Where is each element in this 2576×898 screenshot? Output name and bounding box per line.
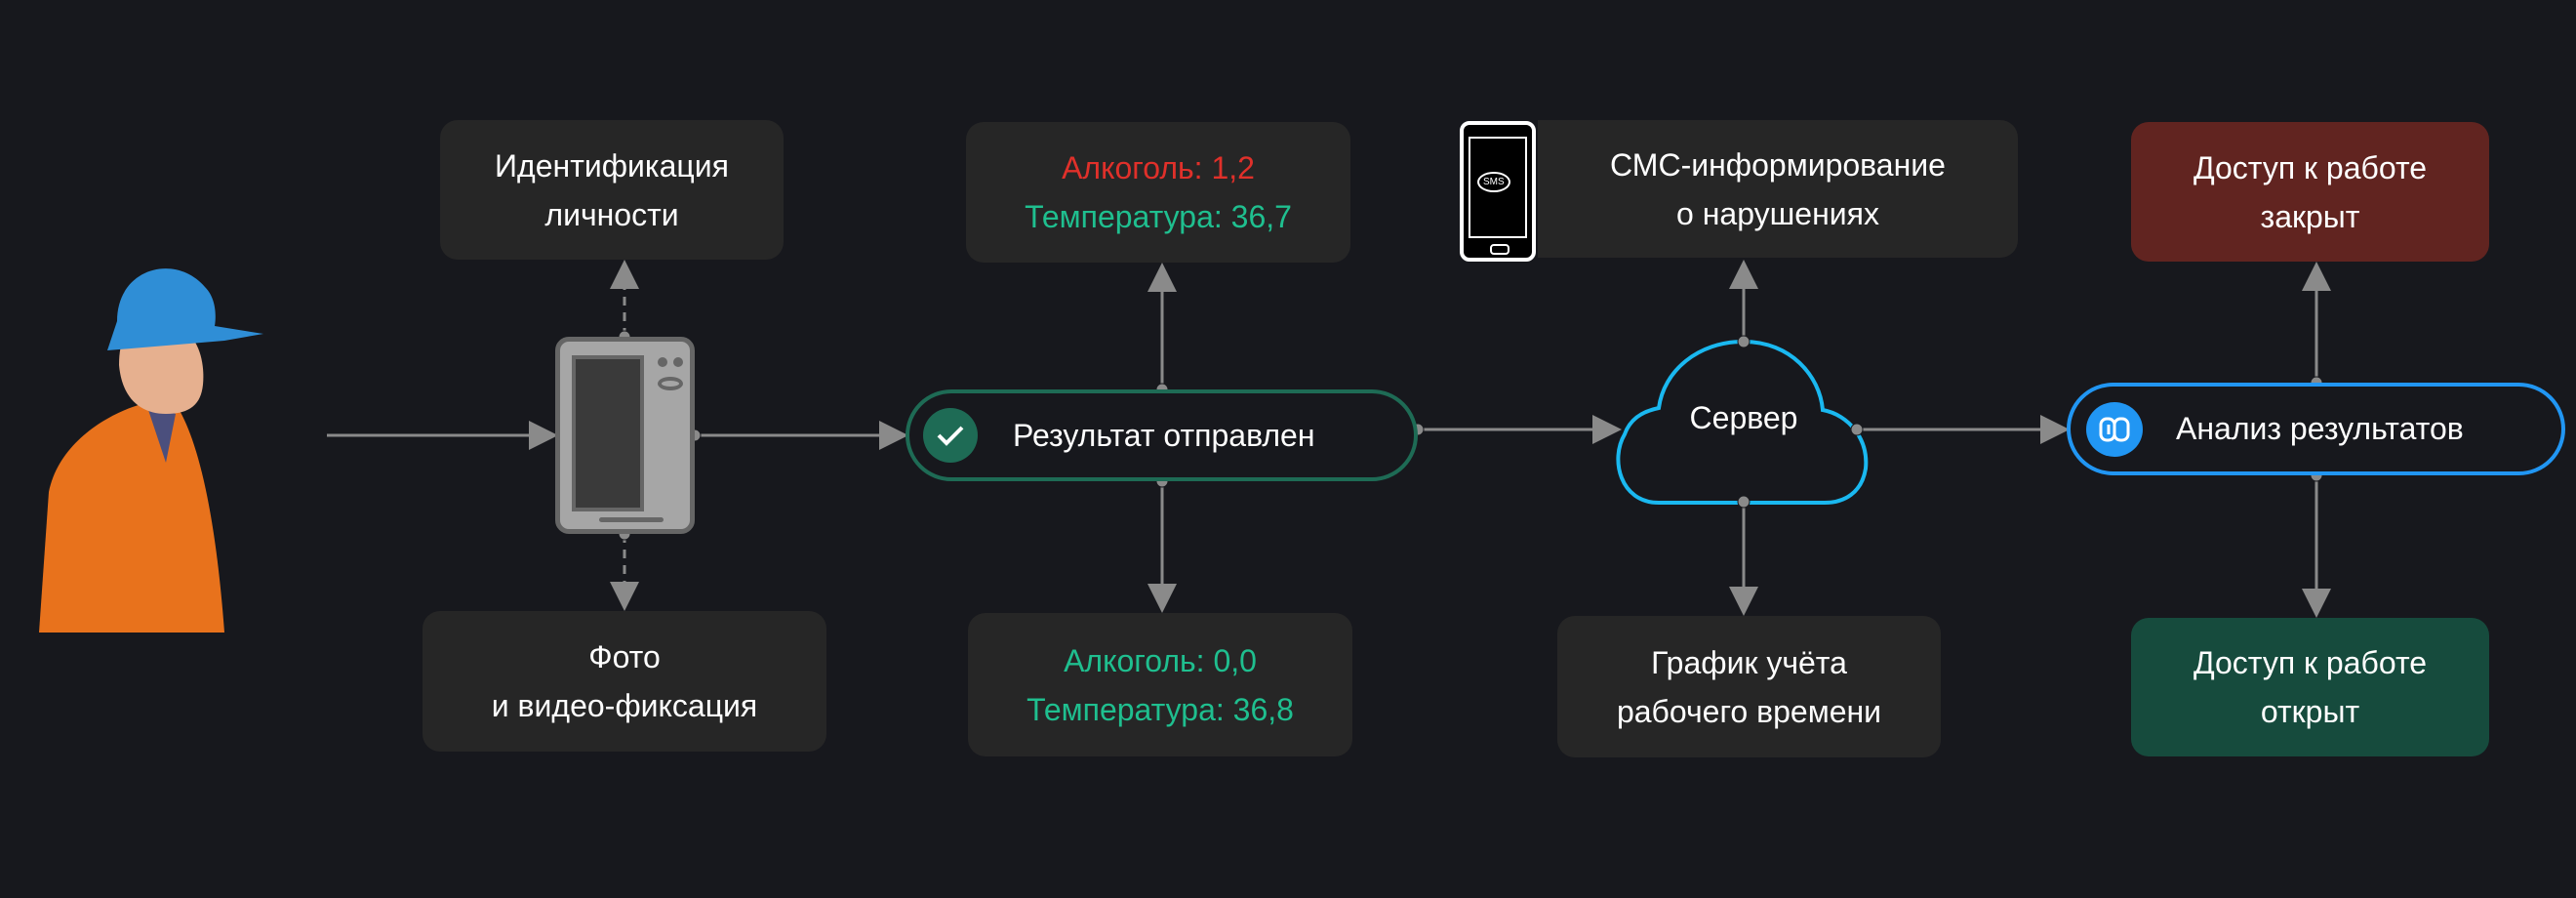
photo-video-line2: и видео-фиксация: [491, 688, 758, 723]
access-closed-line1: Доступ к работе: [2193, 149, 2428, 185]
server-label: Сервер: [1689, 400, 1798, 435]
result-sent-node: Результат отправлен: [906, 389, 1418, 481]
sms-box: СМС-информирование о нарушениях: [1538, 120, 2018, 258]
pass-alcohol: Алкоголь: 0,0: [1064, 642, 1257, 678]
identification-line1: Идентификация: [495, 147, 729, 184]
access-closed-line2: закрыт: [2260, 198, 2360, 234]
identification-line2: личности: [544, 196, 679, 232]
phone-sms-icon: SMS: [1460, 121, 1536, 262]
access-open-box: Доступ к работе открыт: [2131, 618, 2489, 756]
sms-line1: СМС-информирование: [1610, 146, 1946, 183]
photo-video-box: Фото и видео-фиксация: [423, 611, 826, 752]
timesheet-line1: График учёта: [1651, 644, 1847, 680]
analysis-logo-icon: [2086, 401, 2143, 457]
analysis-label: Анализ результатов: [2176, 411, 2464, 446]
identification-box: Идентификация личности: [440, 120, 784, 260]
access-open-line2: открыт: [2260, 694, 2360, 729]
sms-bubble-text: SMS: [1477, 172, 1510, 192]
sms-line2: о нарушениях: [1676, 195, 1879, 231]
breathalyzer-device-icon: [555, 337, 695, 534]
pass-reading-box: Алкоголь: 0,0 Температура: 36,8: [968, 613, 1352, 756]
access-closed-box: Доступ к работе закрыт: [2131, 122, 2489, 262]
analysis-node: Анализ результатов: [2067, 383, 2565, 475]
fail-temperature: Температура: 36,7: [1025, 199, 1292, 234]
access-open-line1: Доступ к работе: [2193, 645, 2428, 680]
pass-temperature: Температура: 36,8: [1026, 691, 1294, 727]
check-icon: [923, 408, 978, 463]
worker-illustration: [39, 268, 263, 633]
result-sent-label: Результат отправлен: [1013, 417, 1315, 453]
fail-alcohol: Алкоголь: 1,2: [1062, 150, 1255, 185]
timesheet-box: График учёта рабочего времени: [1557, 616, 1941, 757]
photo-video-line1: Фото: [588, 639, 661, 674]
fail-reading-box: Алкоголь: 1,2 Температура: 36,7: [966, 122, 1350, 263]
timesheet-line2: рабочего времени: [1616, 693, 1882, 729]
